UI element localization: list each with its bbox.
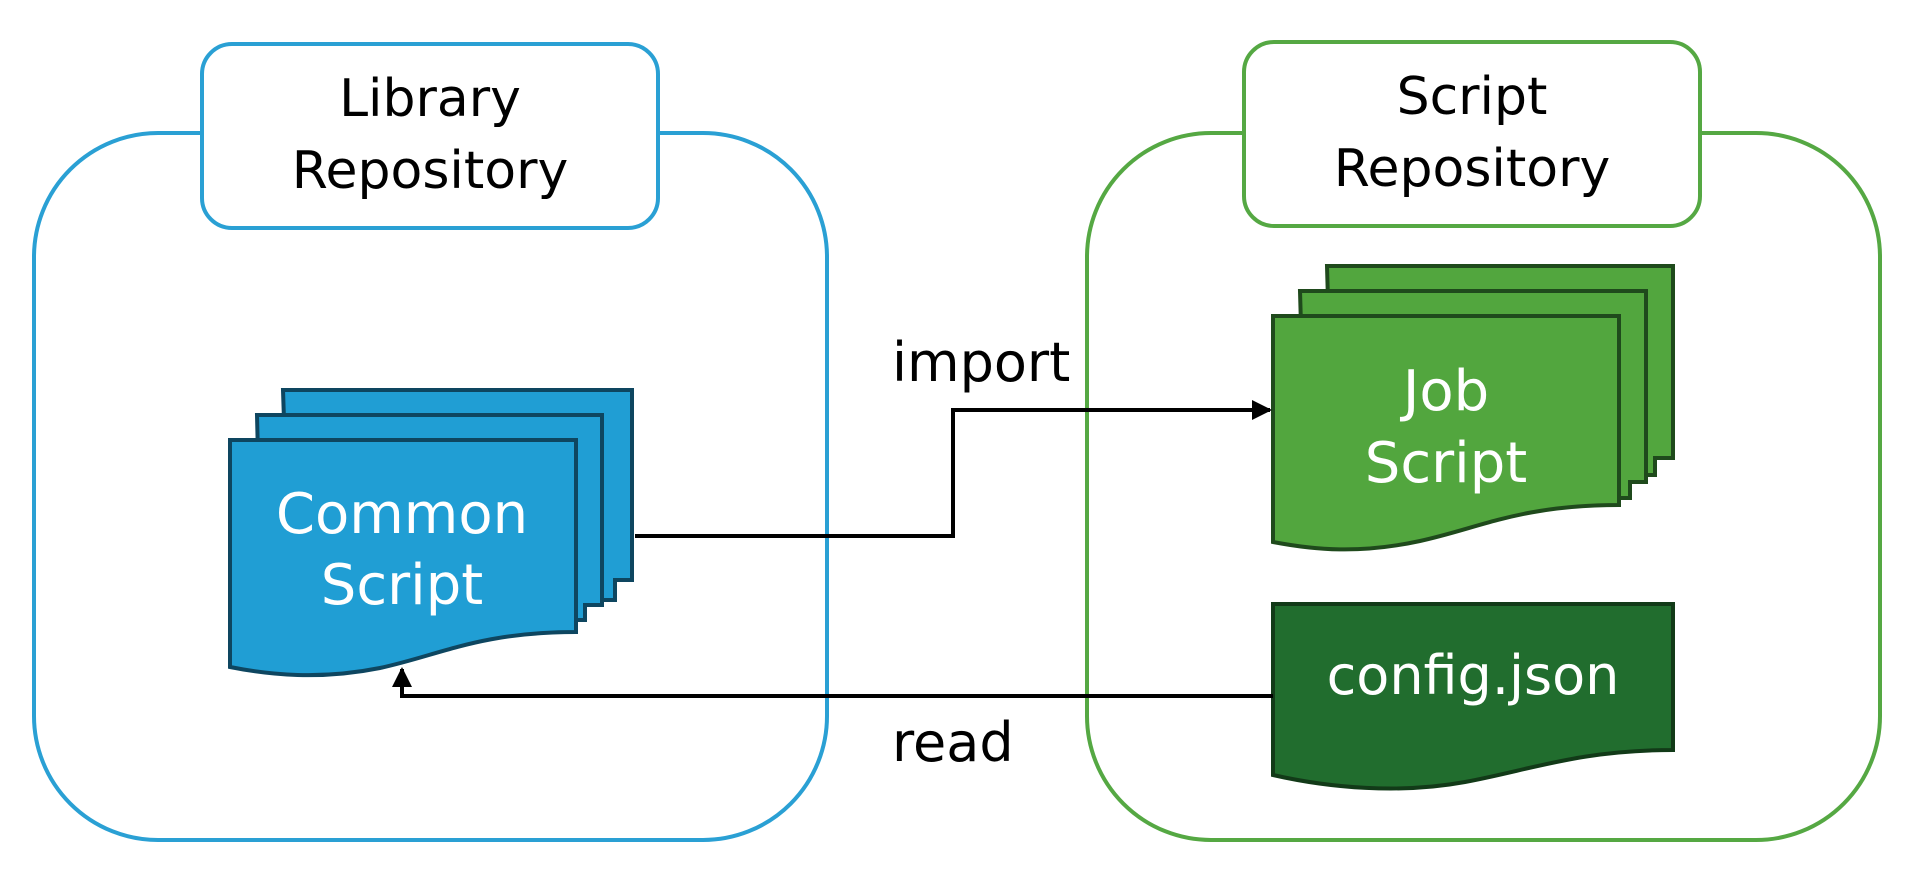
common-script-page-front [228,438,578,678]
common-script-label-line1: Common [276,482,528,547]
import-arrow [635,400,1272,538]
config-json-label: config.json [1327,644,1620,707]
library-repository: Library Repository [32,42,829,842]
config-json-document: config.json [1271,602,1675,791]
script-repository: Script Repository [1085,40,1882,842]
read-edge: read [392,667,1273,774]
import-edge: import [635,331,1272,538]
job-script-label-line2: Script [1365,431,1527,496]
job-script-document-stack: Job Script [1271,264,1675,552]
read-arrow [392,667,1273,698]
config-json-page [1271,602,1675,791]
library-repository-title-line2: Repository [292,141,569,201]
read-edge-label: read [892,711,1014,774]
library-repository-title-line1: Library [339,69,521,129]
script-repository-title-box [1242,40,1702,228]
import-edge-label: import [892,331,1070,394]
script-repository-title-line1: Script [1397,67,1548,127]
job-script-label-line1: Job [1400,359,1489,424]
job-script-page-front [1271,314,1621,552]
library-repository-title-box [200,42,660,230]
common-script-document-stack: Common Script [228,388,634,678]
common-script-label-line2: Script [321,553,483,618]
script-repository-title-line2: Repository [1334,139,1611,199]
